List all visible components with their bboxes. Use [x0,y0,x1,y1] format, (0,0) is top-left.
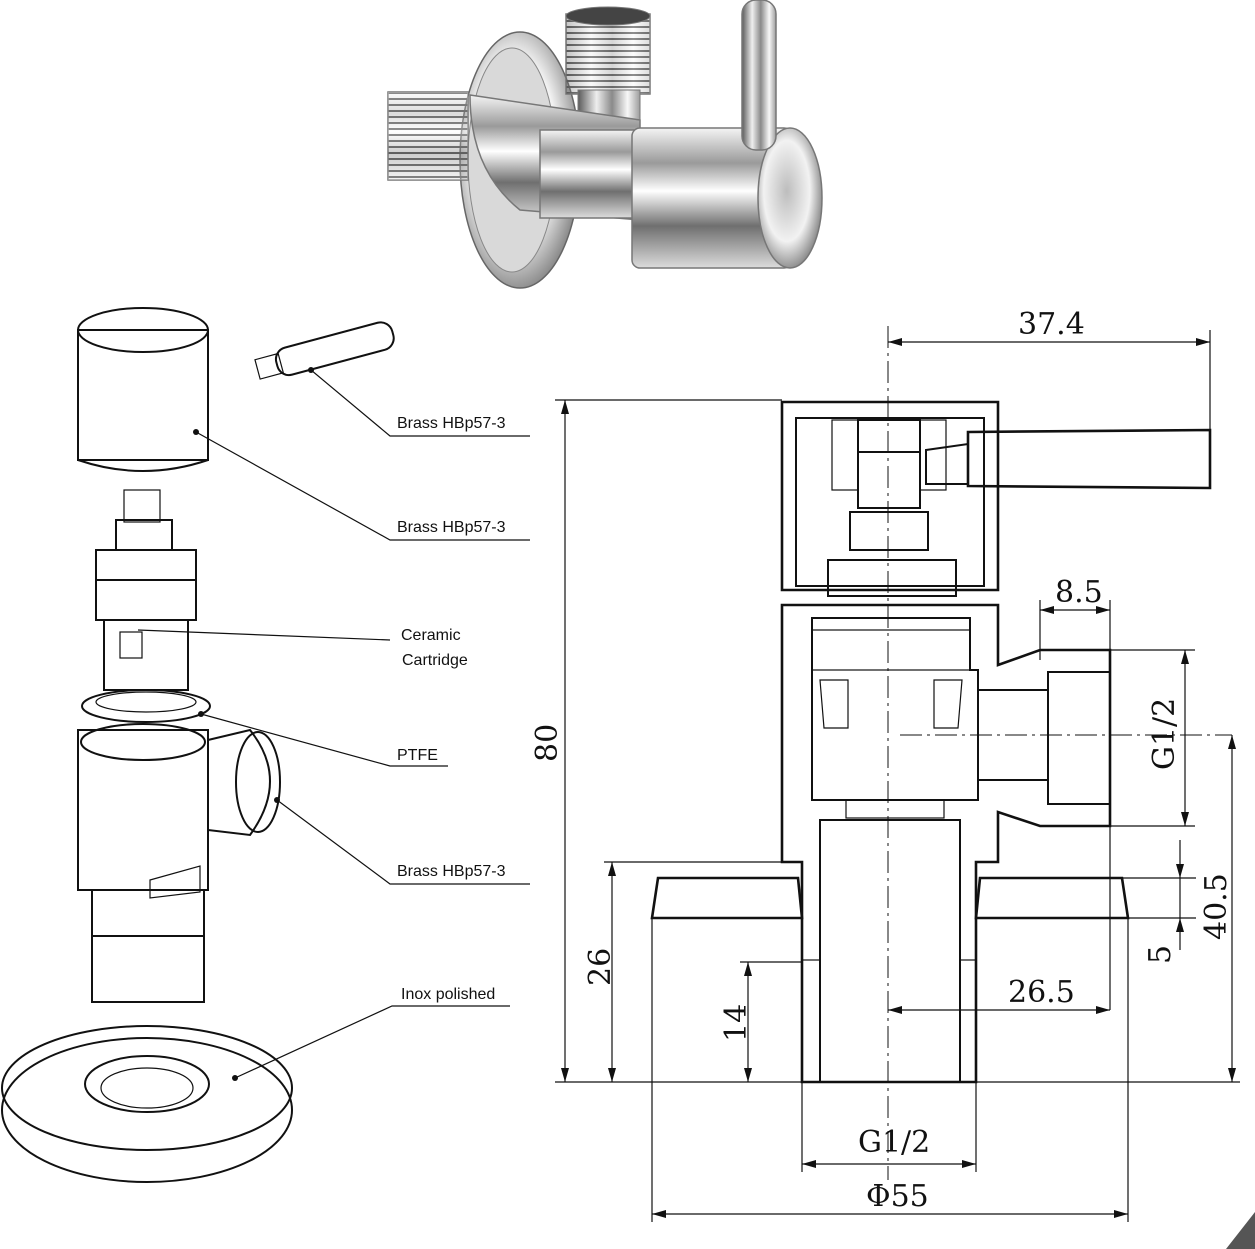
dim-inlet-thread-length: 14 [719,1004,754,1042]
dim-outlet-height: 40.5 [1199,873,1234,940]
corner-mark [1226,1212,1255,1249]
ptfe-ring-part [81,689,211,723]
callout-handle-cap: Brass HBp57-3 [397,519,506,536]
dim-total-height: 80 [530,724,565,762]
dim-lever-reach: 37.4 [1018,307,1085,342]
callout-leaders [137,367,530,1081]
callout-cartridge-line2: Cartridge [402,652,468,669]
exploded-view [1,307,395,1183]
valve-body-part [77,723,281,1003]
callout-escutcheon: Inox polished [401,986,495,1003]
dimension-lines [555,330,1240,1222]
dim-outlet-depth: 8.5 [1055,575,1103,610]
lever-pin-part [254,321,395,380]
callout-lever: Brass HBp57-3 [397,415,506,432]
section-drawing [650,326,1232,1180]
ceramic-cartridge-part [95,489,197,691]
dim-inlet-thread: G1/2 [858,1125,930,1160]
dim-flange-thickness: 5 [1143,945,1178,964]
callout-body: Brass HBp57-3 [397,863,506,880]
product-photo [387,0,823,289]
dim-flange-height: 26 [583,948,618,986]
handle-cap-part [77,307,209,472]
dim-outlet-offset: 26.5 [1008,975,1075,1010]
escutcheon-part [1,1025,293,1183]
callout-ptfe: PTFE [397,747,438,764]
dim-flange-diameter: Φ55 [866,1179,929,1214]
dim-outlet-thread: G1/2 [1147,698,1182,770]
callout-cartridge-line1: Ceramic [401,627,461,644]
